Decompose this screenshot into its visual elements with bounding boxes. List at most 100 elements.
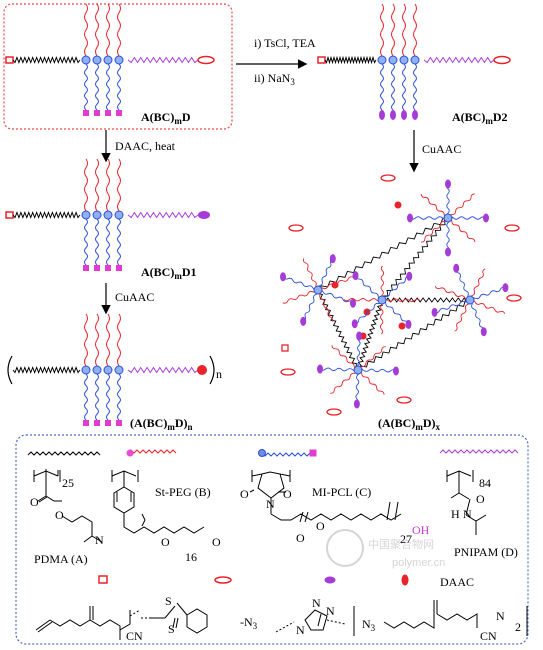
backbone-bead bbox=[388, 55, 398, 65]
network-arm bbox=[317, 289, 354, 304]
network-end-drop bbox=[445, 247, 451, 257]
peg-arm bbox=[84, 158, 88, 212]
watermark: 中国聚合物网 polymer.cn bbox=[326, 529, 445, 569]
pcl-arm bbox=[106, 63, 110, 111]
pdma-name: PDMA (A) bbox=[34, 552, 88, 566]
network-end-drop bbox=[406, 271, 413, 281]
network-arm bbox=[355, 275, 383, 301]
peg-arm bbox=[380, 3, 384, 57]
network-oval bbox=[288, 224, 304, 232]
peg-arm bbox=[106, 3, 110, 57]
pdma-segment bbox=[12, 56, 81, 64]
tail-oval bbox=[493, 55, 511, 65]
ester-cn: CN bbox=[126, 629, 143, 643]
poly-n-subscript: n bbox=[216, 367, 222, 381]
reagent-tscl: i) TsCl, TEA bbox=[254, 36, 316, 50]
pcl-arm bbox=[84, 373, 88, 421]
network-end-drop bbox=[431, 307, 438, 317]
network-core bbox=[443, 213, 453, 223]
peg-arm bbox=[106, 313, 110, 367]
start-marker bbox=[5, 56, 14, 64]
pnipam-subscript: 84 bbox=[479, 476, 491, 490]
azido-chain bbox=[353, 600, 528, 636]
backbone-bead bbox=[103, 365, 113, 375]
triazole-n1: N bbox=[296, 623, 305, 637]
network-arm bbox=[330, 369, 359, 394]
pdma-segment bbox=[12, 211, 81, 219]
backbone-bead bbox=[81, 55, 91, 65]
pdma-subscript: 25 bbox=[62, 476, 74, 490]
network-arm bbox=[446, 217, 450, 253]
pcl-end-square bbox=[94, 110, 100, 116]
network-arm bbox=[420, 193, 449, 219]
peg-arm bbox=[402, 3, 406, 57]
pcl-arm bbox=[117, 373, 121, 421]
network-arm bbox=[381, 298, 421, 303]
pcl-end-square bbox=[94, 420, 100, 426]
pcl-end-drop bbox=[379, 110, 385, 120]
start-marker bbox=[5, 211, 14, 219]
network-end-drop bbox=[502, 283, 509, 293]
pcl-arm bbox=[117, 218, 121, 266]
triazole bbox=[304, 609, 328, 631]
network-arm bbox=[454, 299, 471, 332]
network-arm bbox=[331, 345, 359, 371]
pcl-oh: OH bbox=[412, 523, 430, 537]
network-end-drop bbox=[300, 316, 307, 326]
pcl-arm bbox=[106, 218, 110, 266]
network-end-drop bbox=[279, 272, 286, 282]
pcl-arm bbox=[84, 63, 88, 111]
network-link bbox=[381, 217, 449, 301]
network-end-drop bbox=[329, 254, 336, 264]
backbone-bead bbox=[399, 55, 409, 65]
pdma-carbonyl bbox=[37, 495, 48, 503]
network-end-drop bbox=[356, 331, 363, 341]
network-arm bbox=[469, 268, 486, 301]
pcl-o2: O bbox=[283, 487, 292, 501]
pcl-arm bbox=[391, 63, 395, 111]
network-end-drop bbox=[350, 298, 357, 308]
network-arm bbox=[434, 286, 471, 301]
peg-arm bbox=[391, 3, 395, 57]
pcl-arm bbox=[95, 63, 99, 111]
pcl-arm bbox=[380, 63, 384, 111]
network-arm bbox=[469, 299, 485, 332]
network-arm bbox=[357, 368, 397, 373]
network-oval bbox=[506, 294, 522, 302]
pnipam-amide bbox=[465, 498, 487, 535]
pcl-arm bbox=[106, 373, 110, 421]
legend-purple-chain bbox=[439, 449, 519, 454]
bracket-left bbox=[7, 355, 13, 385]
pnipam-backbone bbox=[446, 470, 474, 500]
watermark-cn: 中国聚合物网 bbox=[368, 537, 434, 551]
pcl-o1: O bbox=[240, 487, 249, 501]
tail-drop bbox=[198, 211, 210, 219]
peg-arm bbox=[117, 3, 121, 57]
pnipam-segment bbox=[423, 56, 495, 64]
pcl-o3: O bbox=[316, 519, 325, 533]
network-link bbox=[317, 217, 449, 291]
network-arm bbox=[355, 369, 360, 405]
network-arm bbox=[354, 299, 383, 325]
network-arm bbox=[446, 183, 450, 219]
backbone-bead bbox=[81, 365, 91, 375]
alkyne-methyl bbox=[129, 609, 141, 617]
triazole-n2: N bbox=[312, 596, 321, 610]
peg-arm bbox=[413, 3, 417, 57]
network-oval bbox=[280, 368, 296, 376]
pnipam-n: N bbox=[463, 507, 472, 521]
network-end-drop bbox=[407, 213, 413, 223]
azido-n: N bbox=[496, 609, 505, 623]
molecule-abcmdn bbox=[7, 313, 215, 426]
network-arm bbox=[302, 258, 319, 291]
backbone-bead bbox=[410, 55, 420, 65]
molecule-abcmd1 bbox=[5, 158, 210, 271]
pnipam-segment bbox=[127, 211, 199, 219]
step-cuaac-right: CuAAC bbox=[422, 142, 461, 156]
step-daac-heat: DAAC, heat bbox=[115, 139, 176, 153]
peg-name: St-PEG (B) bbox=[155, 485, 211, 499]
azido-subscript: 2 bbox=[515, 620, 521, 634]
network-arm bbox=[381, 299, 409, 325]
pnipam-segment bbox=[127, 56, 199, 64]
